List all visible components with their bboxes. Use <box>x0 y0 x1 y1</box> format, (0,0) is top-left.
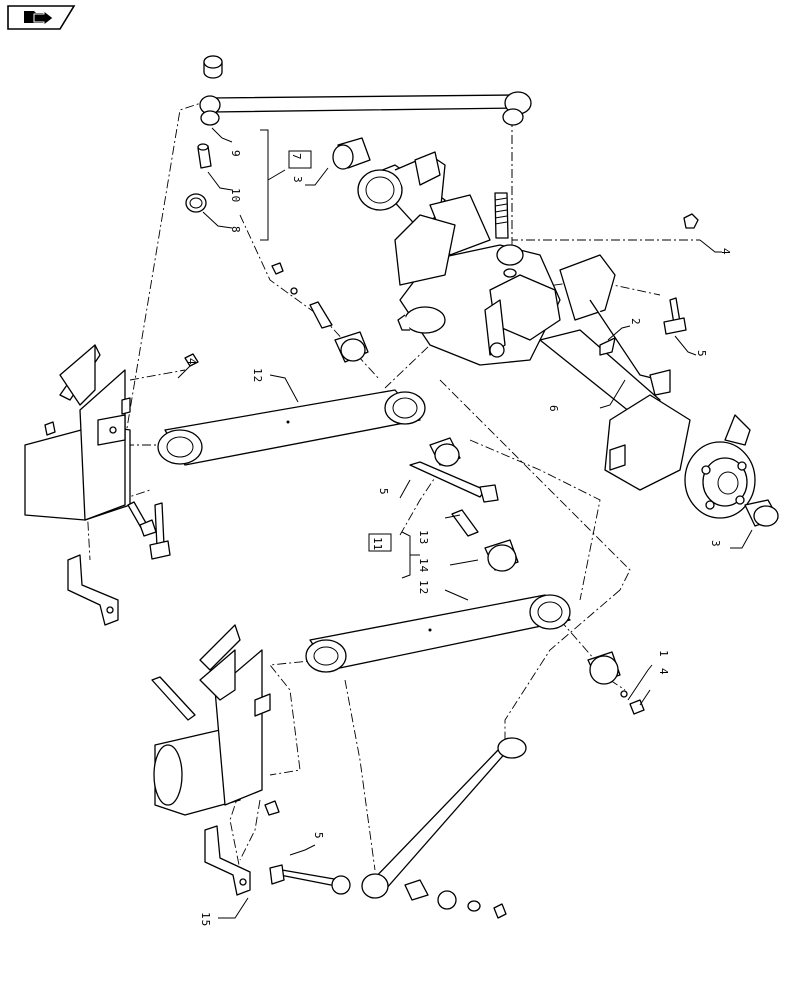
spacer-upper <box>309 301 333 329</box>
callout-5-mid: 5 <box>377 488 390 496</box>
bolt-frame-upper <box>127 353 199 560</box>
washer <box>185 193 207 213</box>
callout-5-lower: 5 <box>312 832 325 840</box>
track-rod-lower <box>361 737 527 899</box>
callout-leaders <box>177 127 753 919</box>
bushing-mid <box>429 437 461 467</box>
callout-8: 8 <box>229 226 242 234</box>
bushing-upper <box>334 331 369 363</box>
lower-rod-hardware <box>269 864 507 919</box>
stud-bolt <box>494 192 509 239</box>
bolt-right <box>663 297 687 335</box>
bushing-lower <box>587 651 621 685</box>
track-rod-top <box>199 91 532 126</box>
navigation-button[interactable] <box>7 5 76 30</box>
callout-1: 1 <box>657 650 670 658</box>
strap-upper <box>67 554 119 626</box>
bushing-left <box>332 137 371 170</box>
bushing-14 <box>484 539 519 572</box>
frame-bracket-upper <box>24 344 131 521</box>
bolt-mid <box>409 461 499 503</box>
bracket-group-7 <box>260 129 269 241</box>
callout-box-11 <box>368 533 392 552</box>
callout-10: 10 <box>229 188 242 203</box>
callout-14: 14 <box>417 558 430 573</box>
frame-bracket-lower <box>151 624 280 816</box>
folder-arrow-icon <box>24 9 54 27</box>
callout-box-7 <box>288 150 312 169</box>
clip-plate <box>599 337 616 356</box>
rear-axle-assembly <box>357 151 756 519</box>
callout-9: 9 <box>229 150 242 158</box>
callout-11: 11 <box>371 537 384 550</box>
bushing-right <box>744 499 779 527</box>
spacer-13 <box>451 509 479 537</box>
callout-3-right: 3 <box>709 540 722 548</box>
callout-4-top: 4 <box>719 248 732 256</box>
callout-15: 15 <box>199 912 212 927</box>
callout-3-top: 3 <box>291 176 304 184</box>
spacer-sleeve <box>197 143 212 169</box>
lower-control-arm <box>305 594 571 673</box>
callout-4-left: 4 <box>185 358 198 366</box>
callout-4-lower: 4 <box>657 668 670 676</box>
nut-top <box>683 213 699 229</box>
nut-lower <box>620 690 645 715</box>
callout-13: 13 <box>417 530 430 545</box>
callout-2: 2 <box>629 318 642 326</box>
nut-upper <box>271 262 298 295</box>
callout-12-lower: 12 <box>417 580 430 595</box>
bushing-top <box>203 55 223 79</box>
strap-lower <box>204 825 251 896</box>
callout-12-upper: 12 <box>251 368 264 383</box>
upper-control-arm <box>157 389 426 466</box>
callout-7: 7 <box>290 153 303 161</box>
callout-6: 6 <box>547 405 560 413</box>
callout-5-right: 5 <box>695 350 708 358</box>
